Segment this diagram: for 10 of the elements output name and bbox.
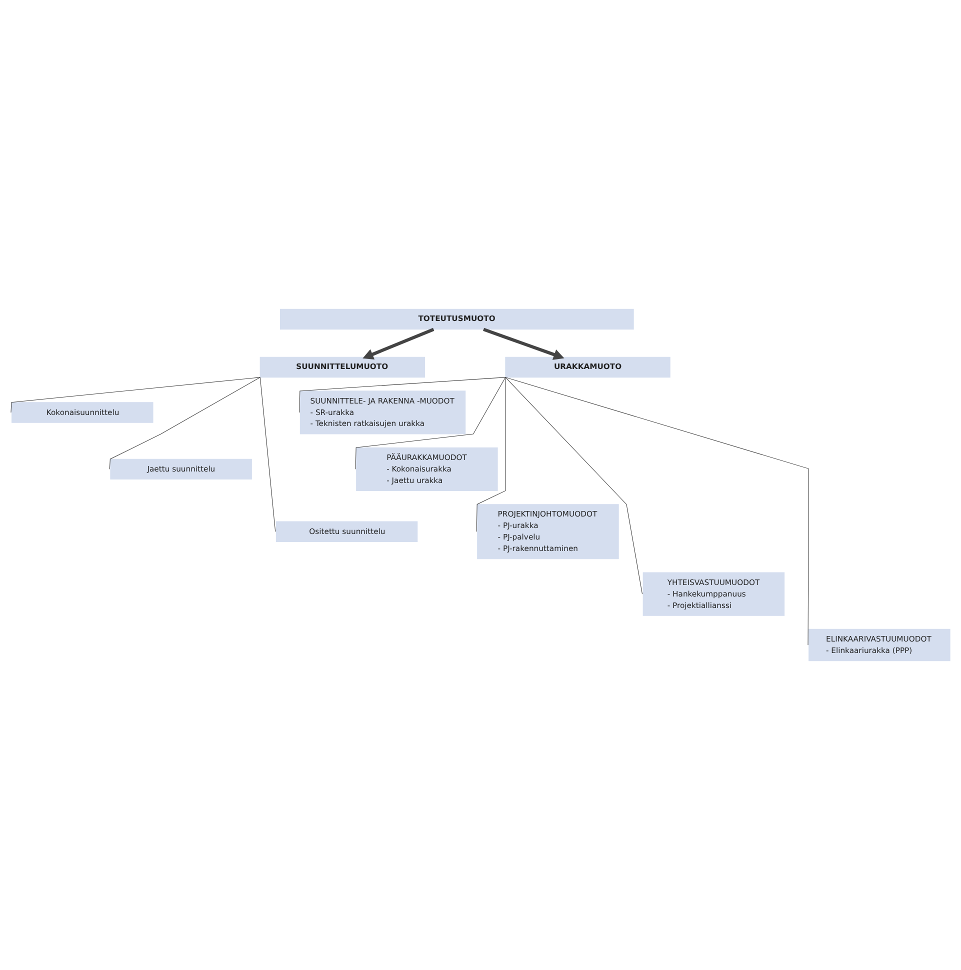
- arrow: [362, 328, 434, 360]
- connector: [355, 377, 506, 470]
- connector: [505, 377, 809, 646]
- connector: [476, 377, 506, 532]
- connector: [109, 377, 260, 470]
- connector: [299, 377, 506, 413]
- arrow: [483, 328, 564, 360]
- connector: [10, 377, 260, 413]
- connector: [505, 377, 643, 594]
- connector: [260, 377, 276, 532]
